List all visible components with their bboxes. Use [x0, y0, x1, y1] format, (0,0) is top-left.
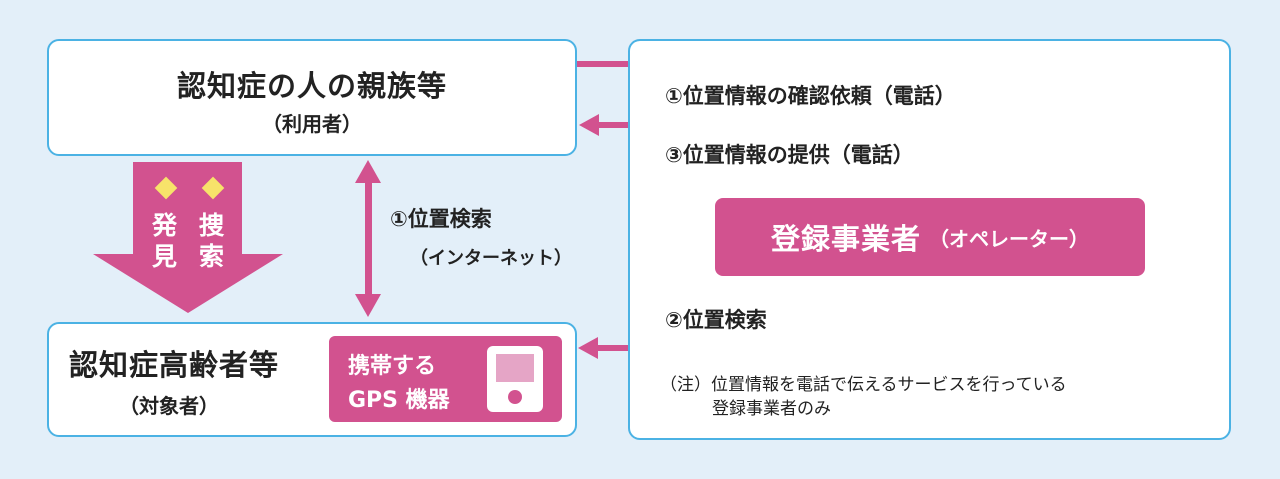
- gps-screen: [496, 354, 534, 382]
- big-arrow-text-discover-1: 発: [152, 211, 178, 240]
- note-line1: （注）位置情報を電話で伝えるサービスを行っている: [660, 375, 1067, 395]
- elderly-title: 認知症高齢者等: [69, 348, 280, 382]
- gps-label-line2: GPS 機器: [348, 388, 450, 413]
- big-down-arrow: [93, 162, 283, 313]
- double-arrow-vertical: [355, 160, 381, 317]
- label-provide: ③位置情報の提供（電話）: [665, 143, 914, 167]
- label-search-operator: ②位置検索: [665, 308, 767, 332]
- operator-role: （オペレーター）: [929, 226, 1089, 251]
- big-arrow-text-search-1: 捜: [199, 211, 225, 240]
- note-line2: 登録事業者のみ: [712, 399, 831, 419]
- family-title: 認知症の人の親族等: [176, 69, 447, 103]
- family-subtitle: （利用者）: [262, 112, 362, 136]
- operator-title: 登録事業者: [770, 222, 921, 256]
- label-request: ①位置情報の確認依頼（電話）: [665, 84, 956, 108]
- big-arrow-text-discover-2: 見: [152, 242, 178, 271]
- gps-button: [508, 390, 522, 404]
- family-box: 認知症の人の親族等 （利用者）: [47, 39, 577, 156]
- elderly-subtitle: （対象者）: [119, 394, 219, 418]
- label-search-user: ①位置検索: [390, 207, 492, 231]
- label-search-user-via: （インターネット）: [410, 248, 572, 269]
- gps-label-line1: 携帯する: [348, 354, 437, 379]
- big-arrow-text-search-2: 索: [199, 242, 225, 271]
- gps-device-box: 携帯する GPS 機器: [329, 336, 562, 422]
- operator-box: 登録事業者 （オペレーター）: [715, 198, 1145, 276]
- gps-device-icon: [487, 346, 543, 412]
